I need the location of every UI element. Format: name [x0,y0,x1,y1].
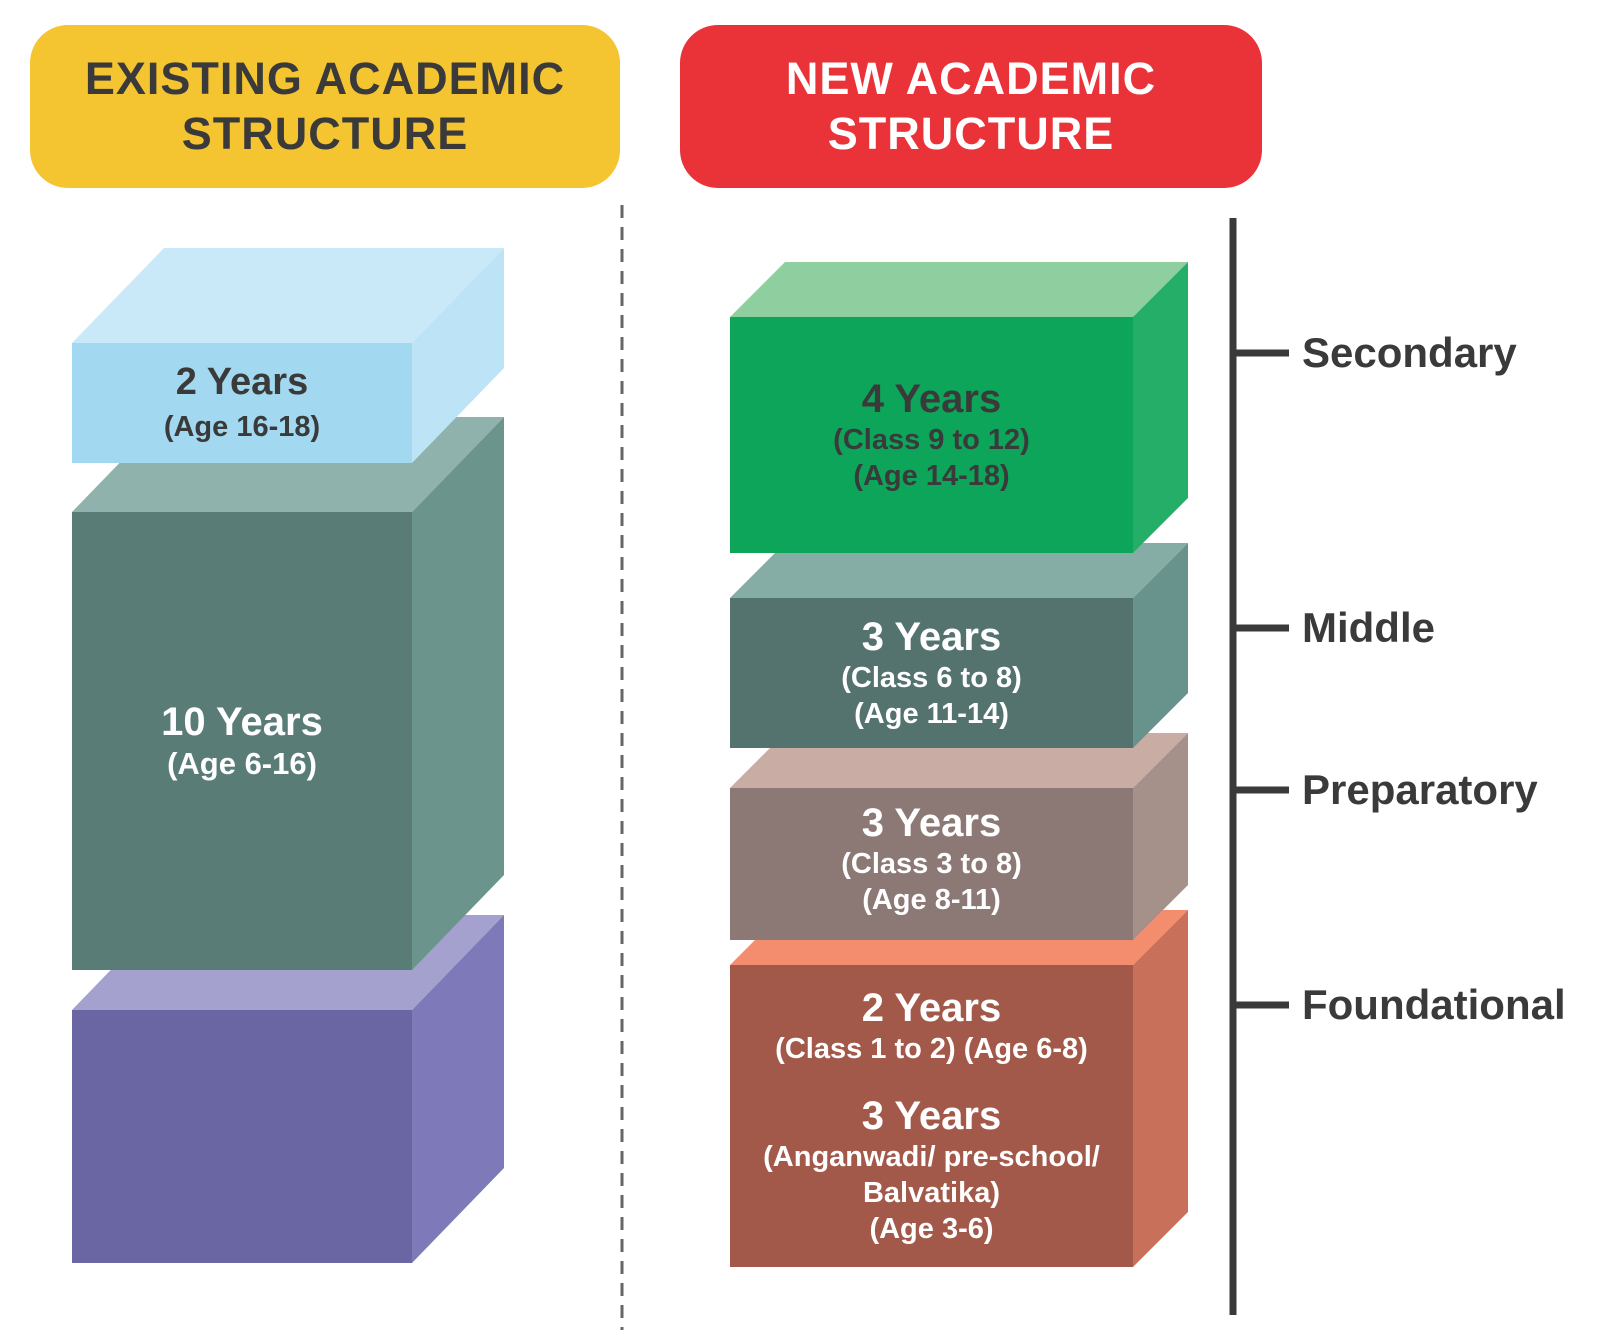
new-foundational-front-face [730,965,1133,1267]
new-structure-header: NEW ACADEMIC STRUCTURE [680,25,1262,188]
new-secondary-years: 4 Years [861,376,1002,421]
new-foundational-anganwadi-line: (Anganwadi/ pre-school/ [763,1140,1100,1173]
existing-box-senior-secondary [72,248,504,463]
new-middle-right-face [1133,543,1188,748]
new-secondary-label: 4 Years (Class 9 to 12) (Age 14-18) [730,317,1133,553]
new-preparatory-age: (Age 8-11) [862,884,1001,916]
new-preparatory-front-face [730,788,1133,940]
new-middle-years: 3 Years [861,614,1002,659]
new-foundational-balvatika-line: Balvatika) [862,1177,1000,1209]
existing-elementary-front-face [72,512,412,970]
existing-senior-secondary-label: 2 Years (Age 16-18) [72,343,412,463]
new-box-middle [730,543,1188,748]
new-middle-top-face [730,543,1188,598]
new-secondary-top-face [730,262,1188,317]
existing-elementary-years: 10 Years [161,699,323,744]
existing-pre-primary-front-face [72,1010,412,1263]
new-middle-age: (Age 11-14) [854,698,1009,730]
new-middle-class: (Class 6 to 8) [841,661,1022,694]
new-preparatory-years: 3 Years [861,800,1002,845]
stage-label-preparatory: Preparatory [1302,766,1538,813]
stage-label-foundational: Foundational [1302,981,1566,1028]
existing-structure-header: EXISTING ACADEMIC STRUCTURE [30,25,620,188]
existing-pre-primary-right-face [412,915,504,1263]
existing-senior-secondary-front-face [72,343,412,463]
new-box-secondary [730,262,1188,553]
existing-elementary-right-face [412,417,504,970]
new-foundational-age-b: (Age 3-6) [869,1213,994,1246]
new-secondary-front-face [730,317,1133,553]
existing-senior-secondary-right-face [412,248,504,463]
new-foundational-right-face [1133,910,1188,1267]
new-foundational-years-a: 2 Years [861,985,1002,1030]
new-header-pill [680,25,1262,188]
existing-elementary-age: (Age 6-16) [167,745,317,781]
existing-senior-secondary-age: (Age 16-18) [163,410,321,443]
new-preparatory-label: 3 Years (Class 3 to 8) (Age 8-11) [730,788,1133,940]
existing-senior-secondary-years: 2 Years [175,361,309,404]
new-preparatory-right-face [1133,733,1188,940]
stage-axis [1229,218,1289,1315]
new-foundational-years-b: 3 Years [861,1093,1002,1138]
existing-header-pill [30,25,620,188]
new-secondary-age: (Age 14-18) [853,460,1010,492]
new-secondary-right-face [1133,262,1188,553]
new-structure-header-label: NEW ACADEMIC STRUCTURE [785,52,1157,159]
existing-senior-secondary-top-face [72,248,504,343]
new-secondary-class: (Class 9 to 12) [833,423,1030,456]
stage-label-middle: Middle [1302,604,1435,651]
new-foundational-class-age-a: (Class 1 to 2) (Age 6-8) [775,1032,1088,1065]
new-foundational-label: 2 Years (Class 1 to 2) (Age 6-8) 3 Years… [730,965,1133,1267]
existing-elementary-label: 10 Years (Age 6-16) [72,512,412,970]
new-middle-front-face [730,598,1133,748]
new-preparatory-class: (Class 3 to 8) [841,847,1022,880]
stage-label-secondary: Secondary [1302,329,1517,376]
existing-structure-header-label: EXISTING ACADEMIC STRUCTURE [84,52,566,159]
new-middle-label: 3 Years (Class 6 to 8) (Age 11-14) [730,598,1133,748]
